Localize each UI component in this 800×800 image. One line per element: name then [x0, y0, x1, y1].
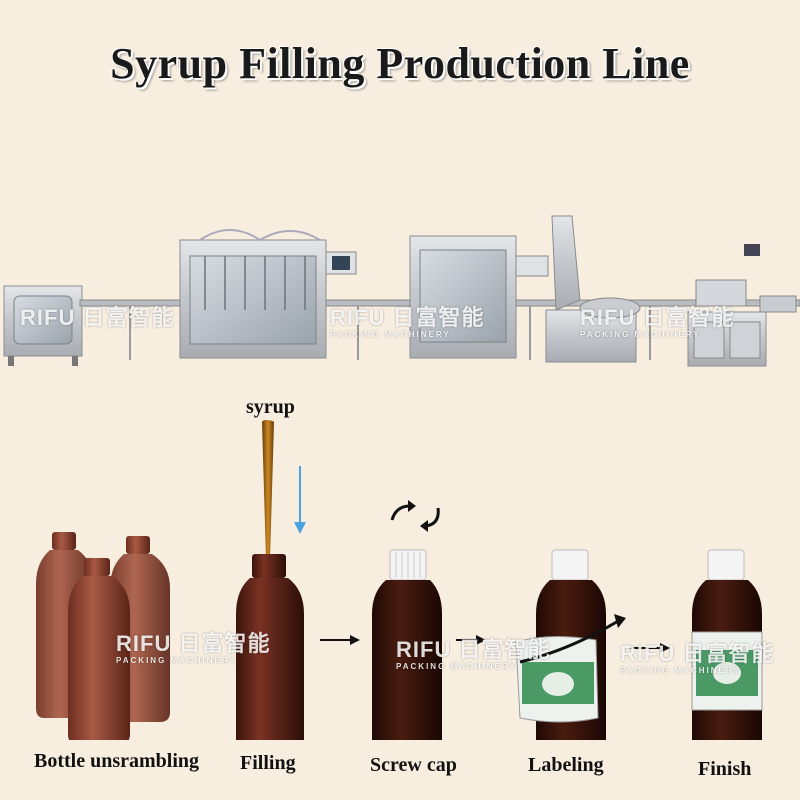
process-illustration: [36, 420, 763, 740]
filling-machine: [179, 229, 357, 359]
rotate-arrow-icon: [425, 507, 440, 528]
rotate-arrow-icon: [390, 504, 411, 521]
label-wrap-arrow: [519, 618, 621, 664]
step-label-labeling: Labeling: [528, 754, 604, 776]
process-arrow-head: [660, 643, 670, 653]
step-label-filling: Filling: [240, 752, 296, 774]
step-label-finish: Finish: [698, 758, 752, 780]
finished-bottle: [691, 549, 763, 740]
syrup-label: syrup: [246, 396, 295, 418]
syrup-stream: [262, 420, 274, 561]
bottle-unscrambler-machine: [3, 285, 83, 366]
capped-bottle: [372, 549, 442, 740]
cap-elevator: [545, 215, 641, 363]
empty-bottle: [68, 558, 130, 740]
production-line-machinery: [3, 215, 800, 367]
capping-machine: [409, 235, 549, 359]
labeling-machine: [687, 244, 797, 367]
step-label-screw-cap: Screw cap: [370, 754, 457, 776]
process-arrow-head: [350, 635, 360, 645]
down-arrow-head: [294, 522, 306, 534]
page-title: Syrup Filling Production Line: [110, 39, 690, 88]
process-arrow-head: [476, 635, 486, 645]
filling-bottle: [236, 554, 304, 740]
step-label-bottle-unscrambling: Bottle unsrambling: [34, 750, 200, 772]
watermark-logo: RIFU 日富智能: [20, 305, 175, 330]
